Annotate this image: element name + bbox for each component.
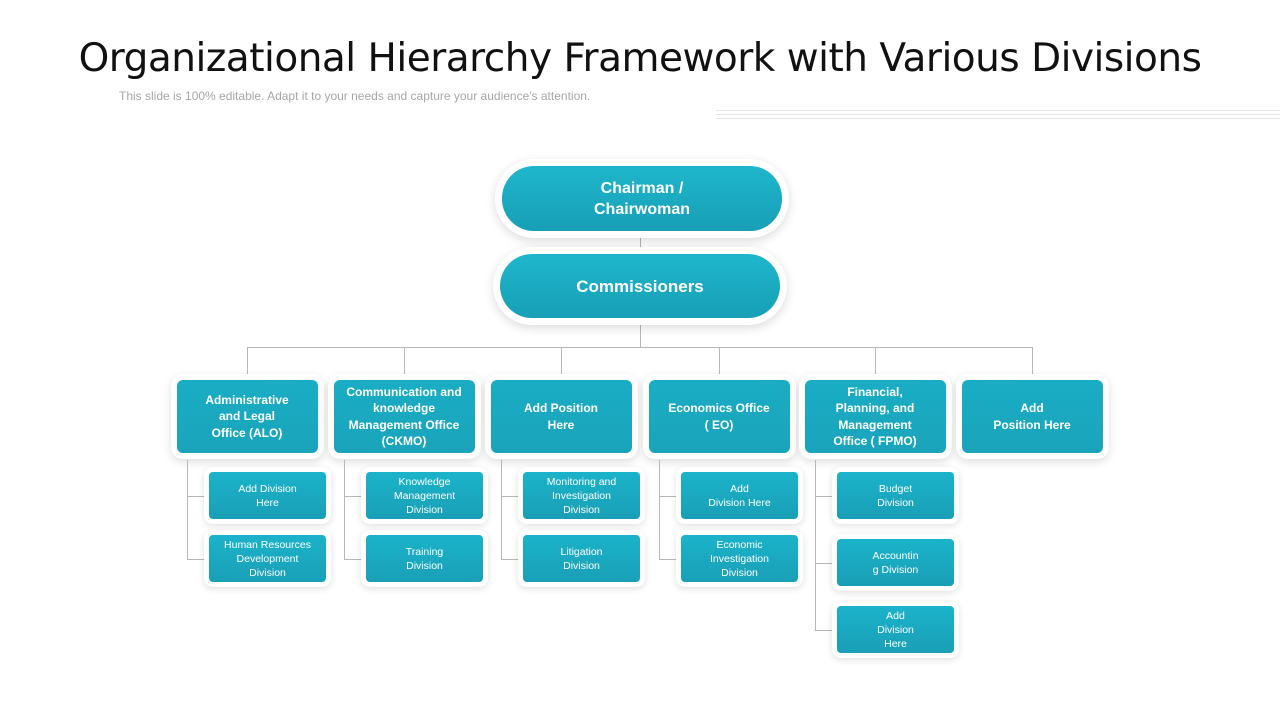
connector-division-branch [659,558,677,560]
office-box[interactable]: Financial, Planning, and Management Offi… [804,380,946,453]
division-box[interactable]: Economic Investigation Division [681,535,798,582]
connector-bus-office [404,347,405,380]
division-box[interactable]: Human Resources Development Division [209,535,326,582]
connector-division-vertical [659,460,660,559]
decorative-lines [716,110,1280,122]
division-box[interactable]: Accountin g Division [837,539,954,586]
connector-division-vertical [187,460,188,559]
connector-division-vertical [501,460,502,559]
division-box[interactable]: Budget Division [837,472,954,519]
connector-bus-office [719,347,720,380]
connector-bus-office [561,347,562,380]
connector-horizontal-bus [247,347,1033,348]
connector-division-branch [501,495,519,497]
division-box[interactable]: Litigation Division [523,535,640,582]
division-box[interactable]: Add Division Here [681,472,798,519]
page-subtitle: This slide is 100% editable. Adapt it to… [119,89,591,103]
connector-bus-office [1032,347,1033,380]
office-box[interactable]: Administrative and Legal Office (ALO) [176,380,318,453]
connector-division-branch [187,495,205,497]
connector-division-branch [815,562,833,564]
connector-division-branch [344,495,362,497]
division-box[interactable]: Add Division Here [209,472,326,519]
connector-bus-office [875,347,876,380]
division-box[interactable]: Add Division Here [837,606,954,653]
connector-division-branch [501,558,519,560]
page-title: Organizational Hierarchy Framework with … [78,36,1202,81]
office-box[interactable]: Add Position Here [961,380,1103,453]
chairman-node[interactable]: Chairman / Chairwoman [502,166,782,231]
connector-division-vertical [815,460,816,630]
division-box[interactable]: Monitoring and Investigation Division [523,472,640,519]
connector-division-branch [659,495,677,497]
connector-commissioners-bus [640,320,641,348]
office-box[interactable]: Communication and knowledge Management O… [333,380,475,453]
connector-division-branch [344,558,362,560]
office-box[interactable]: Add Position Here [490,380,632,453]
connector-division-vertical [344,460,345,559]
office-box[interactable]: Economics Office ( EO) [648,380,790,453]
connector-division-branch [815,629,833,631]
division-box[interactable]: Training Division [366,535,483,582]
connector-division-branch [815,495,833,497]
connector-division-branch [187,558,205,560]
connector-bus-office [247,347,248,380]
division-box[interactable]: Knowledge Management Division [366,472,483,519]
commissioners-node[interactable]: Commissioners [500,254,780,318]
connector-chairman-commissioners [640,234,641,256]
